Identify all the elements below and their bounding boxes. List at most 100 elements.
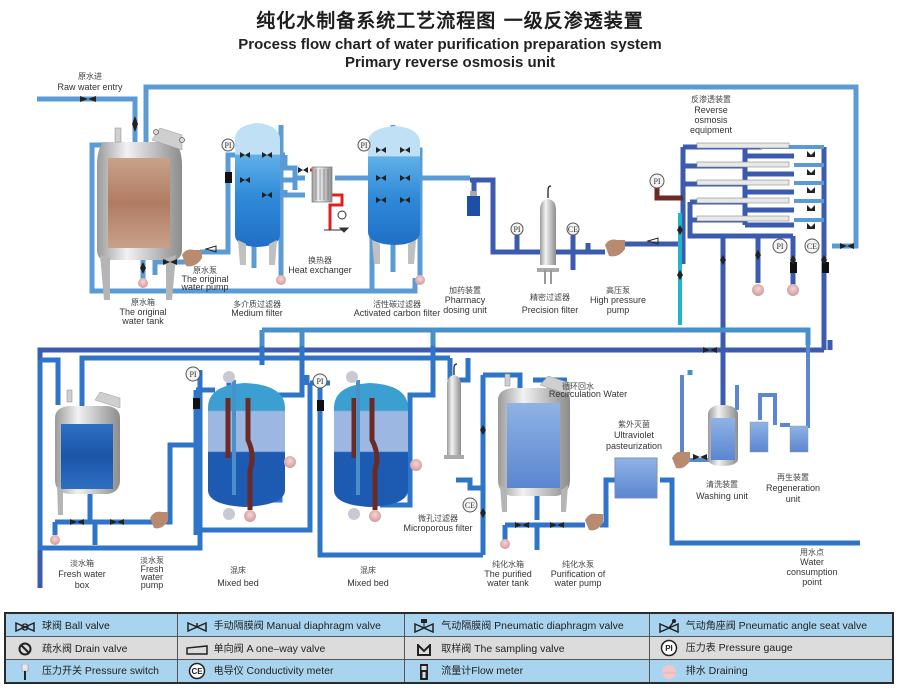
draining-icon: [415, 275, 425, 285]
precision-filter-label: Precision filter: [522, 305, 579, 315]
svg-text:CE: CE: [807, 242, 817, 251]
ball-valve-icon: [132, 116, 138, 132]
ball-valve-icon: [677, 270, 683, 280]
pressure-gauge-icon: PI: [312, 373, 328, 389]
raw-water-entry-label: Raw water entry: [57, 82, 123, 92]
conductivity-meter-icon: CE: [186, 662, 208, 680]
ball-valve-icon: [840, 243, 854, 249]
mixed-bed-1-label-zh: 混床: [230, 565, 246, 575]
pneumatic-diaphragm-valve-icon: [413, 619, 435, 634]
ball-valve-icon: [70, 519, 84, 525]
legend-item-pneumatic-diaphragm-valve: 气动隔膜阀 Pneumatic diaphragm valve: [404, 612, 650, 637]
svg-text:CE: CE: [191, 667, 203, 676]
pneumatic-diaphragm-valve-icon: [376, 147, 386, 153]
washing-unit: [708, 405, 738, 466]
pressure-switch-icon: [14, 663, 36, 680]
pressure-gauge-icon: PI: [185, 366, 201, 382]
flow-meters: [193, 172, 829, 411]
conductivity-meter-icon: CE: [462, 497, 478, 513]
pressure-gauge-icon: PI: [510, 222, 524, 236]
raw-water-inlet-pipe: [37, 96, 138, 150]
purified-water-tank-label: The purified: [484, 569, 532, 579]
fresh-water-pump-label: Fresh: [140, 564, 163, 574]
manual-diaphragm-valve-icon: [186, 621, 208, 633]
pneumatic-diaphragm-valve-icon: [262, 152, 272, 158]
original-water-pump[interactable]: [182, 249, 202, 267]
high-pressure-pump[interactable]: [605, 239, 625, 257]
legend-item-ball-valve: 球阀 Ball valve: [4, 612, 178, 637]
regeneration-unit: [749, 421, 809, 453]
one-way-valve-icon: [204, 245, 217, 253]
fresh-water-pump[interactable]: [150, 511, 168, 529]
svg-text:PI: PI: [653, 177, 660, 186]
flow-meter-icon: [822, 262, 829, 273]
high-pressure-pump-label-zh: 高压泵: [606, 285, 630, 295]
legend-item-drain-valve: 疏水阀 Drain valve: [4, 636, 178, 660]
uv-label: Ultraviolet: [614, 430, 655, 440]
original-water-tank-label: The original: [119, 307, 166, 317]
draining-icon: [658, 664, 680, 680]
process-flow-diagram: PI PI PI CE PI PI CE PI PI CE: [37, 71, 860, 590]
draining-icon: [244, 510, 256, 522]
pneumatic-diaphragm-valve-icon: [480, 508, 486, 518]
conductivity-meter-icon: CE: [566, 222, 580, 236]
mixed-bed-2: [334, 380, 408, 510]
title-english: Process flow chart of water purification…: [238, 36, 662, 53]
original-water-tank-label-2: water tank: [121, 316, 164, 326]
draining-points: [50, 275, 799, 549]
draining-icon: [787, 284, 799, 296]
high-pressure-pump-label-2: pump: [607, 305, 630, 315]
pneumatic-diaphragm-valve-icon: [376, 197, 386, 203]
manual-diaphragm-valve-icon: [720, 255, 726, 265]
pneumatic-diaphragm-valve-icon: [400, 175, 410, 181]
microporous-filter: [444, 363, 464, 459]
medium-filter-label-zh: 多介质过滤器: [233, 299, 281, 309]
legend-row: 球阀 Ball valve 手动隔膜阀 Manual diaphragm val…: [4, 612, 894, 637]
ro-equipment-label: Reverse: [694, 105, 728, 115]
pharmacy-dosing-label-zh: 加药装置: [449, 285, 481, 295]
microporous-filter-label: Microporous filter: [403, 523, 472, 533]
purification-water-pump[interactable]: [585, 513, 603, 531]
legend-item-flow-meter: 流量计Flow meter: [404, 659, 650, 684]
svg-text:PI: PI: [665, 644, 673, 653]
instruments: PI PI PI CE PI PI CE PI PI CE: [185, 138, 820, 513]
fresh-water-pump-label-2: water: [140, 572, 163, 582]
pharmacy-dosing-unit: [467, 191, 480, 216]
original-water-tank-label-zh: 原水箱: [131, 297, 155, 307]
draining-icon: [346, 371, 358, 383]
ball-valve-icon: [693, 454, 707, 460]
svg-text:PI: PI: [513, 225, 520, 234]
pressure-switch-icon: [114, 127, 122, 143]
manual-diaphragm-valve-icon: [703, 347, 717, 353]
legend-item-draining: 排水 Draining: [648, 659, 894, 684]
ball-valve-icon: [821, 255, 827, 265]
purified-water-tank-label-zh: 纯化水箱: [492, 559, 524, 569]
water-consumption-label: Water: [800, 557, 824, 567]
sampling-valve-icon: [807, 223, 815, 229]
raw-tank-loop-pipe: [89, 142, 418, 294]
draining-icon: [50, 535, 60, 545]
svg-text:CE: CE: [568, 225, 578, 234]
recirculation-water-label: Recirculation Water: [549, 389, 627, 399]
washing-pump[interactable]: [672, 451, 690, 469]
drain-valve-icon: [14, 642, 36, 656]
fresh-water-pump-label-3: pump: [141, 580, 164, 590]
flow-meter-icon: [413, 663, 435, 680]
mixed-bed-2-label-zh: 混床: [360, 565, 376, 575]
svg-text:PI: PI: [360, 141, 367, 150]
reverse-osmosis-membranes: [696, 142, 790, 222]
ball-valve-icon: [790, 255, 796, 265]
original-water-pump-label-2: water pump: [180, 282, 228, 292]
mixed-bed-1-label: Mixed bed: [217, 578, 259, 588]
ball-valve-icon: [163, 259, 177, 265]
fresh-water-pump-label-zh: 淡水泵: [140, 555, 164, 565]
regeneration-unit-label-2: unit: [786, 494, 801, 504]
svg-text:PI: PI: [189, 370, 196, 379]
draining-icon: [369, 510, 381, 522]
sampling-valve-icon: [807, 205, 815, 211]
legend-item-one-way-valve: 单向阀 A one–way valve: [176, 636, 406, 660]
draining-icon: [284, 456, 296, 468]
water-consumption-label-2: consumption: [786, 567, 837, 577]
